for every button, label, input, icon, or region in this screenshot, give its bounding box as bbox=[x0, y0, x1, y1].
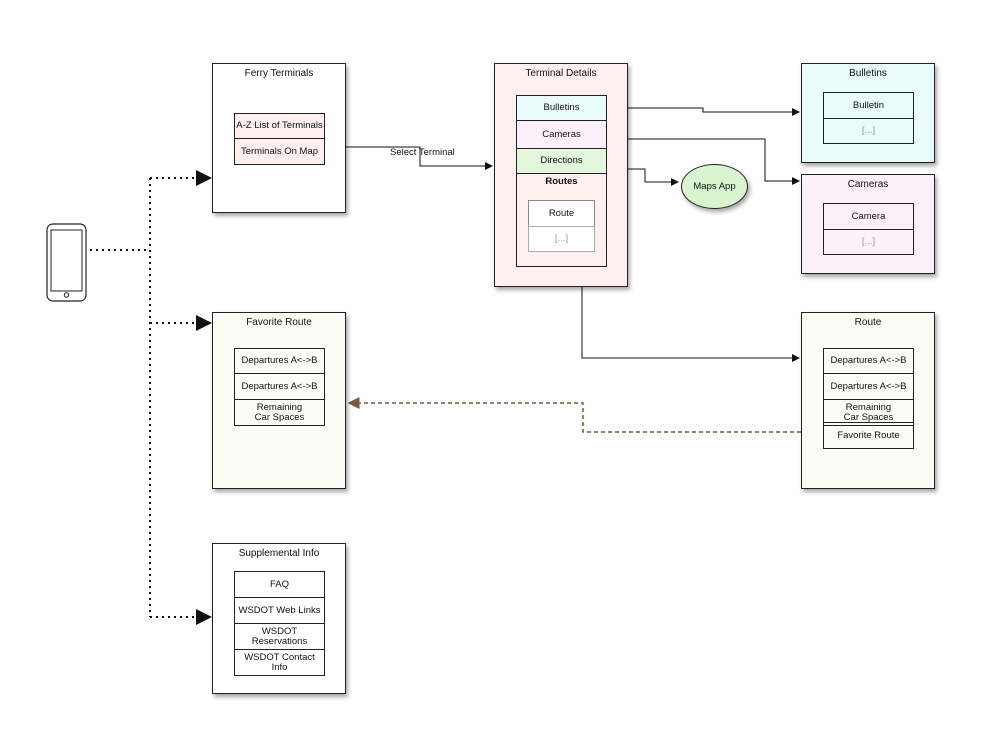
cameras-screen: Cameras Camera [...] bbox=[801, 174, 935, 274]
bulletin-item[interactable]: Bulletin bbox=[823, 92, 914, 119]
remaining-car-spaces-item[interactable]: Remaining Car Spaces bbox=[823, 399, 914, 426]
bulletins-item[interactable]: Bulletins bbox=[516, 95, 607, 121]
camera-item[interactable]: Camera bbox=[823, 203, 914, 230]
cameras-item[interactable]: Cameras bbox=[516, 120, 607, 149]
departures-item[interactable]: Departures A<->B bbox=[234, 373, 325, 400]
departures-item[interactable]: Departures A<->B bbox=[823, 373, 914, 400]
favorite-route-item[interactable]: Favorite Route bbox=[823, 422, 914, 449]
ferry-terminals-screen: Ferry Terminals A-Z List of Terminals Te… bbox=[212, 63, 346, 213]
az-list-item[interactable]: A-Z List of Terminals bbox=[234, 113, 325, 139]
wsdot-contact-info-item[interactable]: WSDOT Contact Info bbox=[234, 649, 325, 676]
wsdot-web-links-item[interactable]: WSDOT Web Links bbox=[234, 597, 325, 624]
screen-title: Favorite Route bbox=[246, 317, 312, 328]
screen-title: Terminal Details bbox=[525, 68, 597, 79]
directions-item[interactable]: Directions bbox=[516, 148, 607, 174]
select-terminal-arrow bbox=[346, 146, 493, 170]
screen-title: Supplemental Info bbox=[238, 548, 320, 559]
route-item[interactable]: Route bbox=[528, 200, 595, 227]
departures-item[interactable]: Departures A<->B bbox=[823, 348, 914, 374]
departures-item[interactable]: Departures A<->B bbox=[234, 348, 325, 374]
screen-title: Ferry Terminals bbox=[244, 68, 314, 79]
supplemental-info-screen: Supplemental Info FAQ WSDOT Web Links WS… bbox=[212, 543, 346, 694]
cameras-arrow bbox=[605, 138, 800, 185]
smartphone-icon bbox=[46, 223, 87, 302]
screen-title: Bulletins bbox=[849, 68, 887, 79]
routes-heading: Routes bbox=[545, 176, 578, 187]
terminal-details-screen: Terminal Details Bulletins Cameras Direc… bbox=[494, 63, 628, 287]
route-screen: Route Departures A<->B Departures A<->B … bbox=[801, 312, 935, 489]
favorite-route-link-arrow bbox=[347, 397, 822, 433]
terminals-on-map-item[interactable]: Terminals On Map bbox=[234, 138, 325, 165]
favorite-route-screen: Favorite Route Departures A<->B Departur… bbox=[212, 312, 346, 489]
screen-title: Cameras bbox=[847, 179, 889, 190]
camera-more-item: [...] bbox=[823, 229, 914, 255]
wsdot-reservations-item[interactable]: WSDOT Reservations bbox=[234, 623, 325, 650]
bulletins-screen: Bulletins Bulletin [...] bbox=[801, 63, 935, 163]
screen-title: Route bbox=[854, 317, 882, 328]
select-terminal-label: Select Terminal bbox=[390, 147, 455, 158]
bulletin-more-item: [...] bbox=[823, 118, 914, 144]
bulletins-arrow bbox=[605, 107, 800, 116]
faq-item[interactable]: FAQ bbox=[234, 571, 325, 598]
remaining-car-spaces-item[interactable]: Remaining Car Spaces bbox=[234, 399, 325, 426]
route-more-item: [...] bbox=[528, 226, 595, 252]
maps-app-node: Maps App bbox=[681, 164, 748, 209]
